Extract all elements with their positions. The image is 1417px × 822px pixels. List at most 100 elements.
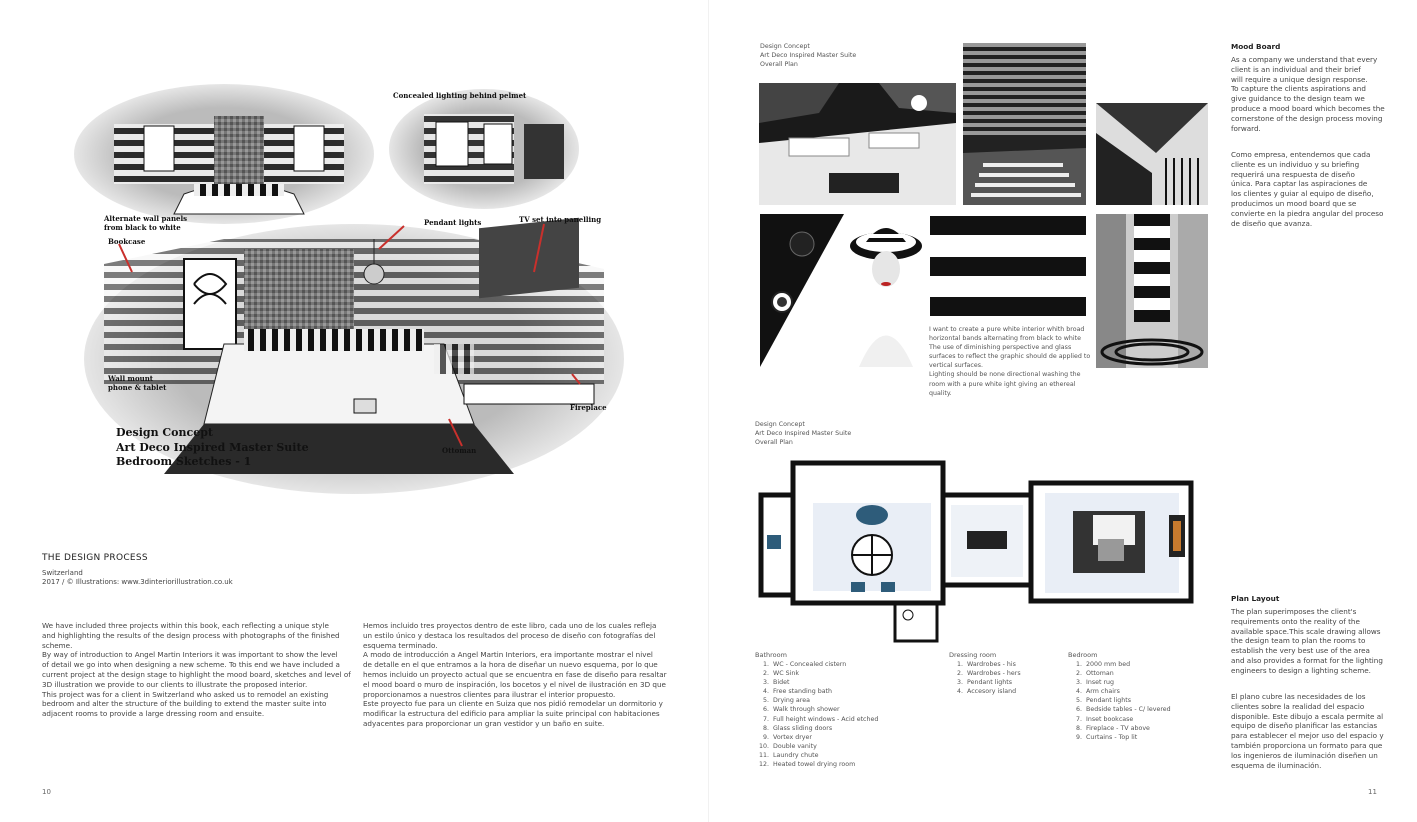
list-item-text: Bidet [773,679,790,687]
project-credit: 2017 / © Illustrations: www.3dinterioril… [42,578,233,586]
list-item: 1.Wardrobes - his [949,660,1021,669]
page-number-left: 10 [42,788,51,796]
list-item-number: 1. [1075,661,1082,668]
body-spanish-line: Este proyecto fue para un cliente en Sui… [363,699,663,709]
list-item: 11.Laundry chute [755,751,878,760]
list-item: 8.Glass sliding doors [755,724,878,733]
list-item-number: 2. [1075,670,1082,678]
plan-layout-es-line: para establecer el mejor uso del espacio… [1231,731,1384,741]
list-item-text: Ottoman [1086,670,1114,678]
sketch-title-line3: Bedroom Sketches - 1 [116,455,252,468]
mood-board-es-line: de diseño que avanza. [1231,218,1313,228]
list-item-text: Arm chairs [1086,688,1120,696]
list-item-number: 7. [762,715,769,723]
list-item: 4.Free standing bath [755,687,878,696]
mood-image-column [1096,214,1208,368]
list-item-number: 8. [1075,724,1082,732]
list-item: 4. Arm chairs [1068,687,1171,696]
body-spanish-line: modificar la estructura del edificio par… [363,709,660,719]
list-item-text: Wardrobes - hers [967,670,1021,678]
list-item-text: 2000 mm bed [1086,661,1131,668]
list-item: 7.Inset bookcase [1068,715,1171,724]
body-english-line: adjacent rooms to provide a large dressi… [42,709,265,719]
sketch-top-view-1 [74,84,374,224]
annotation-pendant-lights: Pendant lights [424,218,482,227]
mood-caption-line: Art Deco Inspired Master Suite [760,52,857,60]
dressing-room-title: Dressing room [949,651,997,659]
body-spanish-line: esquema terminado. [363,640,438,650]
annotation-bookcase: Bookcase [108,237,146,246]
sketch-title-line2: Art Deco Inspired Master Suite [116,440,309,454]
list-item-text: Accesory island [967,688,1017,696]
sketch-arrows [118,223,581,447]
plan-layout-spanish: El plano cubre las necesidades de los cl… [1231,692,1391,770]
list-item-number: 8. [762,724,769,732]
list-item: 10.Double vanity [755,742,878,751]
list-item: 2.WC Sink [755,669,878,678]
list-item-text: Vortex dryer [773,733,812,741]
stripe-caption-line: I want to create a pure white interior w… [929,326,1085,333]
list-item: 1. 2000 mm bed [1068,660,1171,669]
list-item-text: Inset rug [1086,679,1115,687]
plan-caption-line: Design Concept [755,421,805,428]
body-english-line: We have included three projects within t… [42,621,329,630]
sketch-title-line1: Design Concept [116,426,213,439]
bedroom-sketch [44,44,664,512]
mood-caption-line: Design Concept [760,43,810,50]
plan-layout-es-line: El plano cubre las necesidades de los [1231,692,1366,701]
list-item-text: Wardrobes - his [967,661,1016,668]
list-item: 2. Ottoman [1068,669,1171,678]
mood-board-es-line: única. Para captar las aspiraciones de [1231,179,1368,189]
body-english-line: This project was for a client in Switzer… [42,689,329,699]
list-item-number: 3. [762,679,769,687]
plan-layout-es-line: los ingenieros de iluminación diseñen un [1231,750,1378,760]
annotation-alternate-panels-2: from black to white [104,223,181,232]
mood-board-title: Mood Board [1231,42,1281,51]
page-fold [708,0,709,822]
list-item: 9.Curtains - Top lit [1068,733,1171,742]
list-item: 1.WC - Concealed cistern [755,660,878,669]
list-item-number: 11. [758,751,769,759]
body-english-line: current project at the design stage to h… [42,669,351,679]
list-item: 6.Walk through shower [755,705,878,714]
sketch-top-view-2 [389,89,579,209]
body-spanish-line: A modo de introducción a Angel Martin In… [363,650,653,660]
body-english-line: scheme. [42,640,73,650]
mood-image-staircase [1096,103,1208,205]
list-item-number: 3. [1075,679,1082,687]
plan-caption: Design Concept Art Deco Inspired Master … [755,420,851,447]
stripe-caption-line: vertical surfaces. [929,362,984,370]
bedroom-items: 1. 2000 mm bed 2. Ottoman 3. Inset rug 4. Arm c… [1068,660,1171,742]
bathroom-title: Bathroom [755,651,787,659]
body-spanish-line: adyacentes para proporcionar un gran ves… [363,718,605,728]
page-number-right: 11 [1368,788,1377,796]
stripe-caption-line: Lighting should be none directional wash… [929,371,1081,379]
plan-layout-es-line: equipo de diseño planificar las estancia… [1231,721,1378,731]
project-location: Switzerland [42,569,83,577]
list-item-text: Heated towel drying room [773,761,856,769]
mood-image-coffee [760,214,844,367]
list-item-number: 4. [1075,688,1082,696]
mood-board-es-line: cliente es un individuo y su briefing [1231,159,1360,169]
mood-board-es-line: producimos un mood board que se [1231,198,1357,208]
mood-board-es-line: convierte en la piedra angular del proce… [1231,208,1384,218]
plan-layout-es-line: disponible. Este dibujo a escala permite… [1231,711,1384,721]
mood-caption-line: Overall Plan [760,61,798,69]
list-item: 6.Bedside tables - C/ levered [1068,705,1171,714]
list-item-text: WC - Concealed cistern [773,661,847,668]
mood-board-en-line: cornerstone of the design process moving [1231,113,1383,123]
annotation-ottoman: Ottoman [442,446,477,455]
list-item-number: 12. [758,761,769,769]
plan-layout-en-line: requirements onto the reality of the [1231,616,1360,626]
annotation-tv-set: TV set into panelling [519,215,602,224]
annotation-fireplace: Fireplace [570,403,607,412]
mood-board-es-line: requerirá una respuesta de diseño [1231,169,1355,179]
plan-layout-es-line: esquema de iluminación. [1231,760,1322,770]
sketch-title: Design Concept Art Deco Inspired Master … [116,426,309,470]
list-item: 4.Accesory island [949,687,1021,696]
list-item-text: Drying area [773,697,810,705]
